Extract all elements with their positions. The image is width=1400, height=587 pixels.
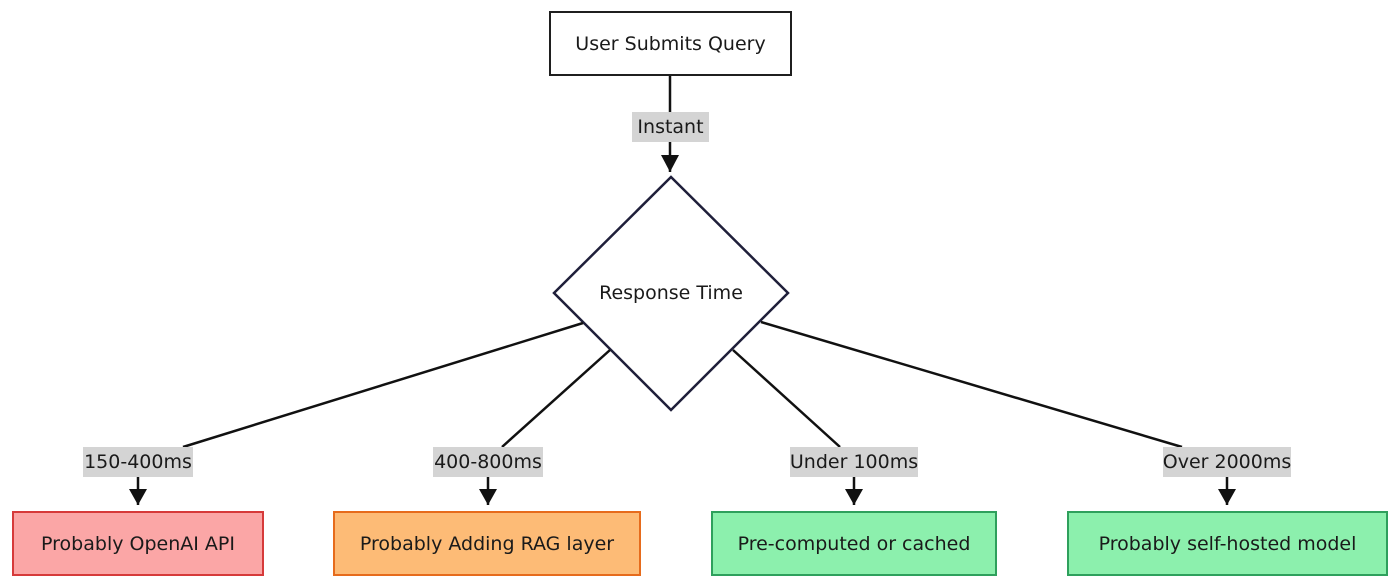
edge-label-over-2000ms: Over 2000ms <box>1163 447 1291 477</box>
node-label: Probably Adding RAG layer <box>359 532 615 555</box>
edge-decision-to-cached-line <box>732 349 841 448</box>
edge-label-under-100ms: Under 100ms <box>790 447 918 477</box>
node-label: Pre-computed or cached <box>737 532 971 555</box>
edge-label-400-800ms: 400-800ms <box>433 447 543 477</box>
edge-label-instant: Instant <box>632 112 709 142</box>
node-probably-openai-api: Probably OpenAI API <box>12 511 264 576</box>
edge-decision-to-self-hosted-line <box>760 320 1183 449</box>
decision-diamond <box>552 175 790 412</box>
edge-label-150-400ms: 150-400ms <box>83 447 193 477</box>
node-pre-computed-or-cached: Pre-computed or cached <box>711 511 997 576</box>
node-user-submits-query: User Submits Query <box>549 11 792 76</box>
node-label: Probably self-hosted model <box>1098 532 1357 555</box>
node-probably-adding-rag-layer: Probably Adding RAG layer <box>333 511 641 576</box>
decision-response-time-label: Response Time <box>599 282 743 304</box>
arrowhead-icon <box>129 489 147 505</box>
edge-decision-to-openai-line <box>182 321 584 449</box>
arrowhead-icon <box>479 489 497 505</box>
node-label: Probably OpenAI API <box>41 532 235 555</box>
node-probably-self-hosted-model: Probably self-hosted model <box>1067 511 1388 576</box>
arrowhead-icon <box>845 489 863 505</box>
node-label: User Submits Query <box>575 32 766 55</box>
edge-decision-to-rag-line <box>501 349 611 448</box>
arrowhead-icon <box>1218 489 1236 505</box>
arrowhead-icon <box>661 155 679 172</box>
